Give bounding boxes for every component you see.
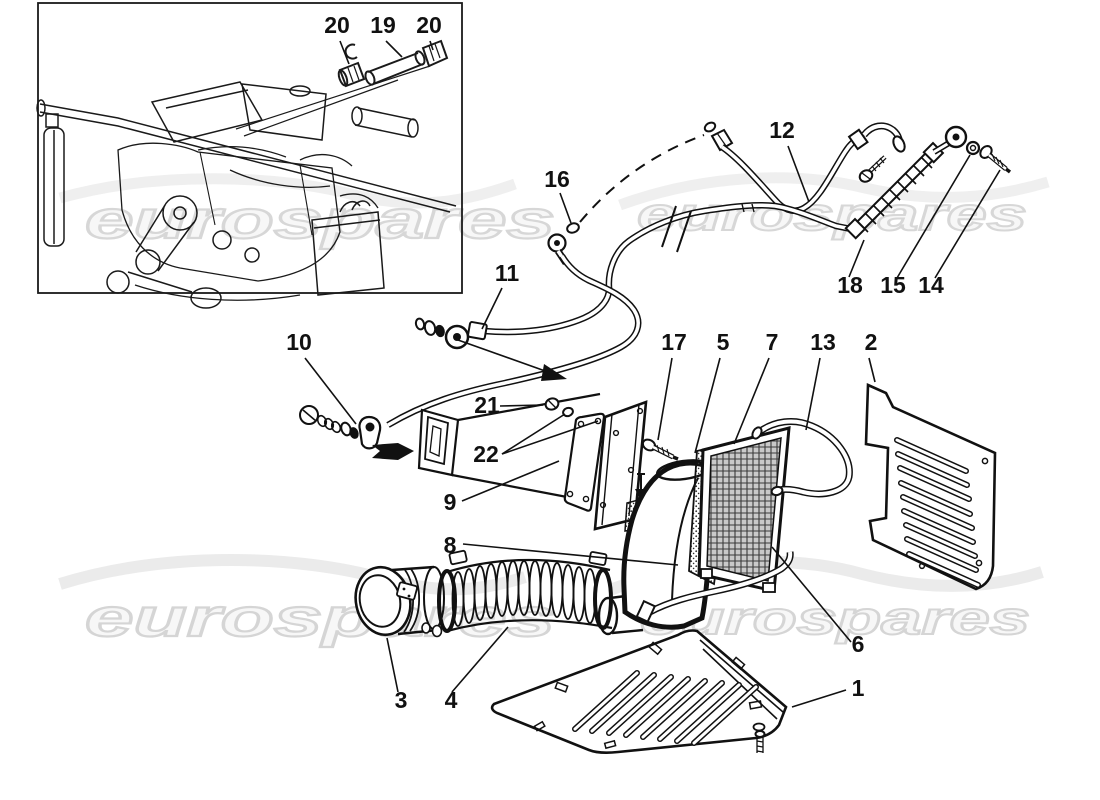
airflow-arrow — [372, 443, 414, 460]
duct-assembly — [417, 392, 714, 636]
part-label-22: 22 — [473, 441, 499, 467]
part-labels: 20 19 20 16 12 18 15 14 11 10 17 5 7 13 … — [286, 12, 944, 713]
part-label-11: 11 — [495, 260, 520, 286]
bleeder-screw — [858, 155, 887, 183]
part-19-tube — [364, 50, 426, 86]
watermark-swoosh — [618, 172, 1050, 211]
watermark-swoosh — [58, 554, 527, 596]
part-label-16: 16 — [544, 166, 570, 192]
leader-lines — [304, 40, 1001, 708]
vented-panel-2 — [864, 383, 997, 591]
part-label-19: 19 — [370, 12, 396, 38]
radiator-core-7 — [697, 426, 791, 593]
radiator-group — [635, 417, 853, 624]
part-20-sleeve — [337, 61, 366, 88]
o-ring-16 — [566, 222, 580, 234]
part-label-7: 7 — [766, 329, 779, 355]
bolt-17 — [641, 438, 679, 461]
hose-loop-13 — [751, 417, 853, 498]
part-label-1: 1 — [852, 675, 865, 701]
intake-tube-3 — [354, 565, 445, 638]
airflow-arrow — [457, 339, 567, 381]
watermark-text: eurospares — [85, 588, 555, 648]
watermark-text: eurospares — [640, 592, 1030, 644]
washer-15 — [965, 140, 981, 156]
part-label-18: 18 — [837, 272, 863, 298]
panel-screw — [752, 722, 766, 753]
fasteners-21-22 — [544, 397, 574, 418]
part-20-clip — [344, 43, 358, 60]
part-label-2: 2 — [865, 329, 878, 355]
part-label-10: 10 — [286, 329, 312, 355]
part-label-4: 4 — [445, 687, 458, 713]
corrugated-hose-4 — [437, 549, 613, 633]
part-label-5: 5 — [717, 329, 730, 355]
inset-engine-overview — [36, 2, 463, 309]
watermark-swoosh — [58, 173, 517, 209]
part-label-6: 6 — [852, 631, 865, 657]
vented-panel-1 — [490, 629, 788, 754]
part-20-fitting — [421, 39, 449, 68]
part-label-20a: 20 — [324, 12, 350, 38]
watermark-text: eurospares — [85, 190, 555, 250]
gasket-plate — [563, 412, 606, 512]
upper-hose-assembly — [483, 121, 1012, 336]
intake-group — [354, 549, 613, 638]
inset-border — [37, 2, 463, 294]
bolt-14 — [979, 145, 1012, 174]
part-label-12: 12 — [769, 117, 795, 143]
part-label-20b: 20 — [416, 12, 442, 38]
part-label-13: 13 — [810, 329, 836, 355]
braided-sleeve-18 — [844, 141, 945, 240]
part-label-17: 17 — [661, 329, 687, 355]
loop-hose-assembly — [299, 254, 642, 460]
air-duct-9 — [417, 392, 601, 503]
hose-break-marks — [661, 205, 692, 253]
banjo-bolt-10 — [299, 405, 382, 450]
hose-loop-6 — [635, 551, 794, 624]
part-label-3: 3 — [395, 687, 408, 713]
part-label-14: 14 — [918, 272, 944, 298]
hidden-route-dashed-line — [579, 134, 705, 223]
part-label-8: 8 — [444, 532, 457, 558]
part-label-15: 15 — [880, 272, 906, 298]
part-label-9: 9 — [444, 489, 457, 515]
part-label-21: 21 — [474, 392, 500, 418]
banjo-eye-11 — [414, 317, 488, 350]
